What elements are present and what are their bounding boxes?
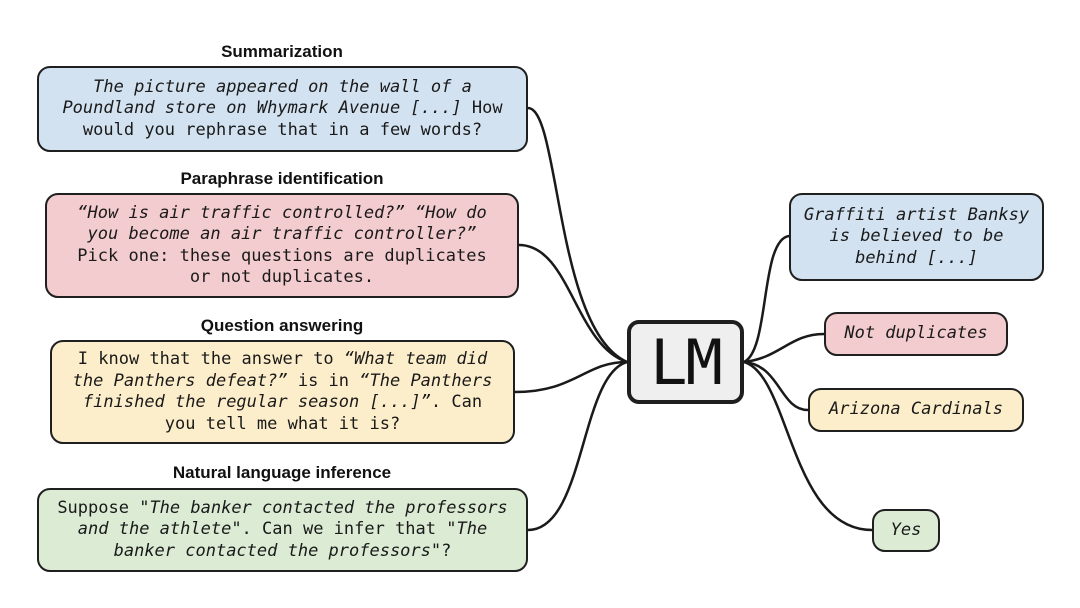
output-line: Yes	[890, 519, 922, 540]
output-line: Not duplicates	[844, 323, 988, 344]
output-line: behind [...]	[855, 247, 978, 268]
output-line: Graffiti artist Banksy	[803, 204, 1030, 225]
task-line: banker contacted the professors"?	[57, 541, 507, 563]
heading-question-answering: Question answering	[200, 316, 364, 335]
output-text-arizona-cardinals: Arizona Cardinals	[829, 399, 1003, 421]
task-line: “How is air traffic controlled?” “How do	[77, 203, 486, 225]
task-line-segment: finished the regular season [...]”	[82, 392, 431, 412]
task-line: would you rephrase that in a few words?	[62, 120, 502, 142]
connector-output-summary	[742, 234, 791, 364]
task-line-segment: banker contacted the professors	[113, 540, 431, 561]
task-line: you become an air traffic controller?”	[77, 224, 486, 246]
task-line-segment: Poundland store on Whymark Avenue [...]	[62, 98, 462, 119]
connector-output-nli	[742, 360, 874, 532]
task-line: I know that the answer to “What team did	[73, 349, 493, 371]
task-line: The picture appeared on the wall of a	[62, 77, 502, 99]
connector-summarization	[526, 106, 629, 364]
task-line-segment: Pick one: these questions are duplicates	[77, 245, 487, 266]
task-line-segment: “What team did	[343, 349, 488, 369]
connector-output-qa	[742, 360, 810, 412]
task-box-question-answering: I know that the answer to “What team did…	[50, 340, 515, 444]
task-line-segment: How	[461, 98, 503, 119]
heading-summarization: Summarization	[221, 42, 343, 61]
task-line: finished the regular season [...]”. Can	[73, 392, 493, 414]
task-line-segment: “How is air traffic controlled?” “How do	[77, 202, 487, 223]
connector-paraphrase	[517, 243, 629, 364]
task-line-segment: The banker contacted the professors	[149, 497, 508, 518]
heading-natural-language-inference: Natural language inference	[172, 463, 392, 482]
task-text-natural-language-inference: Suppose "The banker contacted the profes…	[57, 498, 507, 563]
task-line-segment: is in	[287, 370, 360, 391]
task-line-segment: The	[456, 519, 488, 540]
task-text-question-answering: I know that the answer to “What team did…	[73, 349, 493, 435]
task-line-segment: Suppose "	[57, 497, 150, 518]
task-line: Suppose "The banker contacted the profes…	[57, 498, 507, 520]
task-line-segment: you become an air traffic controller?”	[87, 224, 477, 244]
task-line-segment: “The Panthers	[359, 370, 493, 391]
output-text-yes: Yes	[891, 520, 922, 542]
lm-box: LM	[627, 320, 744, 404]
connector-output-paraphrase	[742, 332, 826, 364]
output-line: is believed to be	[829, 226, 1004, 247]
task-line: you tell me what it is?	[73, 414, 493, 436]
task-line: Poundland store on Whymark Avenue [...] …	[62, 98, 502, 120]
task-line-segment: and the athlete	[77, 519, 232, 540]
output-box-yes: Yes	[872, 509, 940, 552]
task-text-paraphrase-identification: “How is air traffic controlled?” “How do…	[77, 203, 486, 289]
task-line-segment: The picture appeared on the wall of a	[93, 76, 472, 97]
connector-nli	[526, 360, 629, 532]
output-box-arizona-cardinals: Arizona Cardinals	[808, 388, 1024, 432]
output-line: Arizona Cardinals	[829, 399, 1003, 420]
task-line-segment: "?	[430, 540, 452, 561]
output-box-not-duplicates: Not duplicates	[824, 312, 1008, 356]
task-line-segment: I know that the answer to	[77, 349, 344, 369]
task-line-segment: ". Can we infer that "	[231, 519, 457, 540]
task-line-segment: you tell me what it is?	[164, 413, 401, 434]
connector-question-answering	[513, 360, 629, 394]
task-line-segment: . Can	[430, 392, 483, 412]
task-line: the Panthers defeat?” is in “The Panther…	[73, 371, 493, 393]
heading-paraphrase-identification: Paraphrase identification	[180, 169, 384, 188]
task-line-segment: or not duplicates.	[189, 267, 375, 287]
task-line: or not duplicates.	[77, 267, 486, 289]
task-line-segment: the Panthers defeat?”	[72, 370, 288, 391]
task-line-segment: would you rephrase that in a few words?	[82, 119, 483, 140]
output-text-not-duplicates: Not duplicates	[844, 323, 987, 345]
task-box-paraphrase-identification: “How is air traffic controlled?” “How do…	[45, 193, 519, 298]
task-line: and the athlete". Can we infer that "The	[57, 519, 507, 541]
task-box-natural-language-inference: Suppose "The banker contacted the profes…	[37, 488, 528, 572]
task-line: Pick one: these questions are duplicates	[77, 246, 486, 268]
